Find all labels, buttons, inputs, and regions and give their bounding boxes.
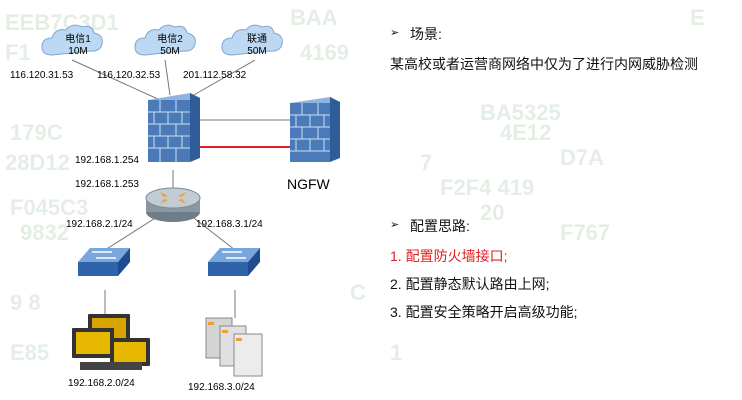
cloud-telecom2: 电信2 50M — [150, 34, 190, 58]
router-icon — [145, 187, 201, 222]
subnet-server: 192.168.3.0/24 — [188, 382, 255, 393]
svg-text:E85: E85 — [10, 340, 49, 365]
cloud-name: 联通 — [247, 34, 267, 45]
svg-text:9832: 9832 — [20, 220, 69, 245]
plan-step-3: 3. 配置安全策略开启高级功能; — [390, 302, 577, 322]
ngfw-icon — [290, 97, 340, 162]
cloud-icon — [134, 24, 196, 56]
cloud-name: 电信1 — [65, 34, 91, 45]
svg-text:BA5325: BA5325 — [480, 100, 561, 125]
scene-description: 某高校或者运营商网络中仅为了进行内网威胁检测 — [390, 56, 698, 72]
svg-text:D7A: D7A — [560, 145, 604, 170]
svg-text:E: E — [690, 5, 705, 30]
plan-step-2: 2. 配置静态默认路由上网; — [390, 274, 549, 294]
cloud-unicom: 联通 50M — [237, 34, 277, 58]
step-number: 2. — [390, 276, 402, 292]
svg-text:F1: F1 — [5, 40, 31, 65]
scene-title: 场景: — [410, 26, 442, 42]
step-text: 配置安全策略开启高级功能; — [405, 304, 578, 320]
step-number: 1. — [390, 248, 402, 264]
svg-text:179C: 179C — [10, 120, 63, 145]
firewall-ip: 192.168.1.254 — [75, 155, 139, 166]
wan-ip-3: 201.112.58.32 — [183, 70, 247, 81]
arrow-bullet-icon: ➢ — [390, 219, 400, 231]
svg-text:1: 1 — [390, 340, 402, 365]
step-number: 3. — [390, 304, 402, 320]
cloud-name: 电信2 — [157, 34, 183, 45]
svg-text:F767: F767 — [560, 220, 610, 245]
step-text: 配置防火墙接口; — [405, 248, 508, 264]
pc-icon — [72, 314, 150, 370]
svg-text:F045C3: F045C3 — [10, 195, 88, 220]
svg-text:28D12: 28D12 — [5, 150, 70, 175]
svg-text:20: 20 — [480, 200, 504, 225]
wan-ip-1: 116.120.31.53 — [10, 70, 74, 81]
cloud-bandwidth: 50M — [247, 46, 267, 57]
svg-text:7: 7 — [420, 150, 432, 175]
firewall-icon — [148, 93, 200, 162]
arrow-bullet-icon: ➢ — [390, 27, 400, 39]
ngfw-label: NGFW — [287, 176, 330, 192]
server-icon — [205, 317, 263, 377]
switch-icon — [78, 248, 130, 276]
router-port-ip-left: 192.168.2.1/24 — [66, 219, 133, 230]
svg-text:9 8: 9 8 — [10, 290, 41, 315]
step-text: 配置静态默认路由上网; — [405, 276, 550, 292]
subnet-pc: 192.168.2.0/24 — [68, 378, 135, 389]
wan-ip-2: 116.120.32.53 — [97, 70, 161, 81]
cloud-bandwidth: 50M — [160, 46, 180, 57]
svg-text:C: C — [350, 280, 366, 305]
switch-icon — [208, 248, 260, 276]
plan-title: 配置思路: — [410, 218, 470, 234]
svg-text:BAA: BAA — [290, 5, 338, 30]
cloud-bandwidth: 10M — [68, 46, 88, 57]
router-port-ip-right: 192.168.3.1/24 — [196, 219, 263, 230]
svg-text:4169: 4169 — [300, 40, 349, 65]
svg-text:F2F4 419: F2F4 419 — [440, 175, 534, 200]
cloud-telecom1: 电信1 10M — [58, 34, 98, 58]
plan-step-1: 1. 配置防火墙接口; — [390, 246, 507, 266]
router-ip: 192.168.1.253 — [75, 179, 139, 190]
cloud-icon — [221, 24, 283, 56]
cloud-icon — [41, 24, 103, 56]
svg-text:4E12: 4E12 — [500, 120, 551, 145]
